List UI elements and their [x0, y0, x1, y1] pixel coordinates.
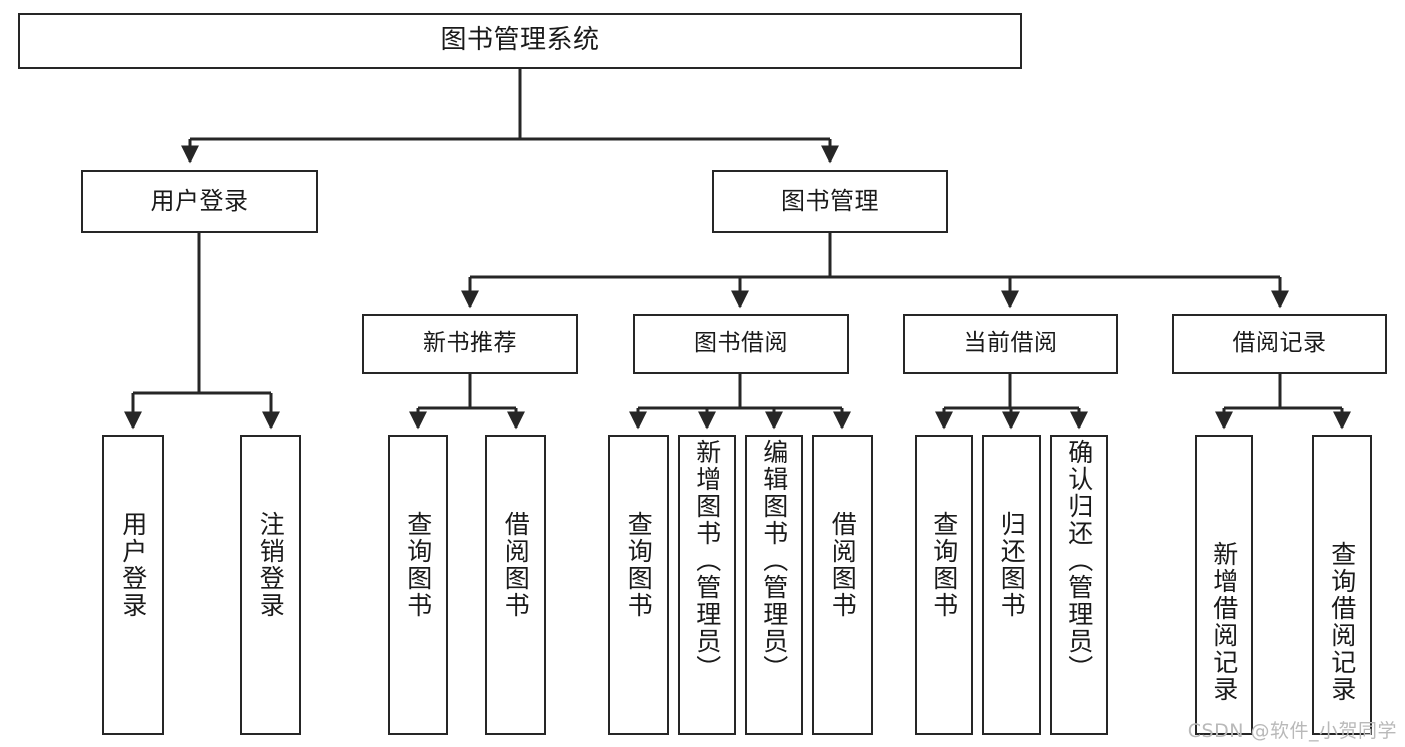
node-new-book-rec-label: 新书推荐 [423, 330, 517, 357]
node-leaf-user-logout-label: 注销登录 [256, 511, 286, 619]
node-leaf-query-book-1-label: 查询图书 [403, 511, 433, 619]
node-book-manage-label: 图书管理 [781, 187, 879, 216]
node-leaf-add-record-label: 新增借阅记录 [1209, 541, 1239, 703]
node-leaf-query-book-2[interactable]: 查询图书 [608, 435, 669, 735]
node-leaf-query-record-label: 查询借阅记录 [1327, 541, 1357, 703]
node-book-borrow[interactable]: 图书借阅 [633, 314, 849, 374]
node-user-login[interactable]: 用户登录 [81, 170, 318, 233]
node-new-book-rec[interactable]: 新书推荐 [362, 314, 578, 374]
node-leaf-edit-book[interactable]: 编辑图书（管理员） [745, 435, 803, 735]
node-leaf-confirm-return-label: 确认归还（管理员） [1064, 439, 1094, 682]
node-book-manage[interactable]: 图书管理 [712, 170, 948, 233]
node-root-label: 图书管理系统 [440, 25, 600, 56]
node-leaf-borrow-book-2[interactable]: 借阅图书 [812, 435, 873, 735]
node-leaf-query-record[interactable]: 查询借阅记录 [1312, 435, 1372, 735]
node-leaf-borrow-book-1[interactable]: 借阅图书 [485, 435, 546, 735]
node-leaf-query-book-3-label: 查询图书 [929, 511, 959, 619]
node-leaf-user-login[interactable]: 用户登录 [102, 435, 164, 735]
node-leaf-add-record[interactable]: 新增借阅记录 [1195, 435, 1253, 735]
node-leaf-add-book-label: 新增图书（管理员） [692, 439, 722, 682]
node-leaf-query-book-2-label: 查询图书 [624, 511, 654, 619]
node-leaf-borrow-book-2-label: 借阅图书 [828, 511, 858, 619]
node-leaf-return-book[interactable]: 归还图书 [982, 435, 1041, 735]
node-root[interactable]: 图书管理系统 [18, 13, 1022, 69]
node-leaf-query-book-1[interactable]: 查询图书 [388, 435, 448, 735]
node-leaf-user-login-label: 用户登录 [118, 511, 148, 619]
node-leaf-confirm-return[interactable]: 确认归还（管理员） [1050, 435, 1108, 735]
node-leaf-add-book[interactable]: 新增图书（管理员） [678, 435, 736, 735]
node-borrow-record[interactable]: 借阅记录 [1172, 314, 1387, 374]
node-book-borrow-label: 图书借阅 [694, 330, 788, 357]
node-user-login-label: 用户登录 [150, 187, 249, 216]
node-borrow-record-label: 借阅记录 [1232, 330, 1327, 357]
node-leaf-edit-book-label: 编辑图书（管理员） [759, 439, 789, 682]
watermark-text: CSDN @软件_小贺同学 [1187, 720, 1397, 742]
node-current-borrow-label: 当前借阅 [963, 330, 1058, 357]
node-leaf-return-book-label: 归还图书 [997, 511, 1027, 619]
node-leaf-user-logout[interactable]: 注销登录 [240, 435, 301, 735]
node-leaf-borrow-book-1-label: 借阅图书 [501, 511, 531, 619]
node-current-borrow[interactable]: 当前借阅 [903, 314, 1118, 374]
node-leaf-query-book-3[interactable]: 查询图书 [915, 435, 973, 735]
